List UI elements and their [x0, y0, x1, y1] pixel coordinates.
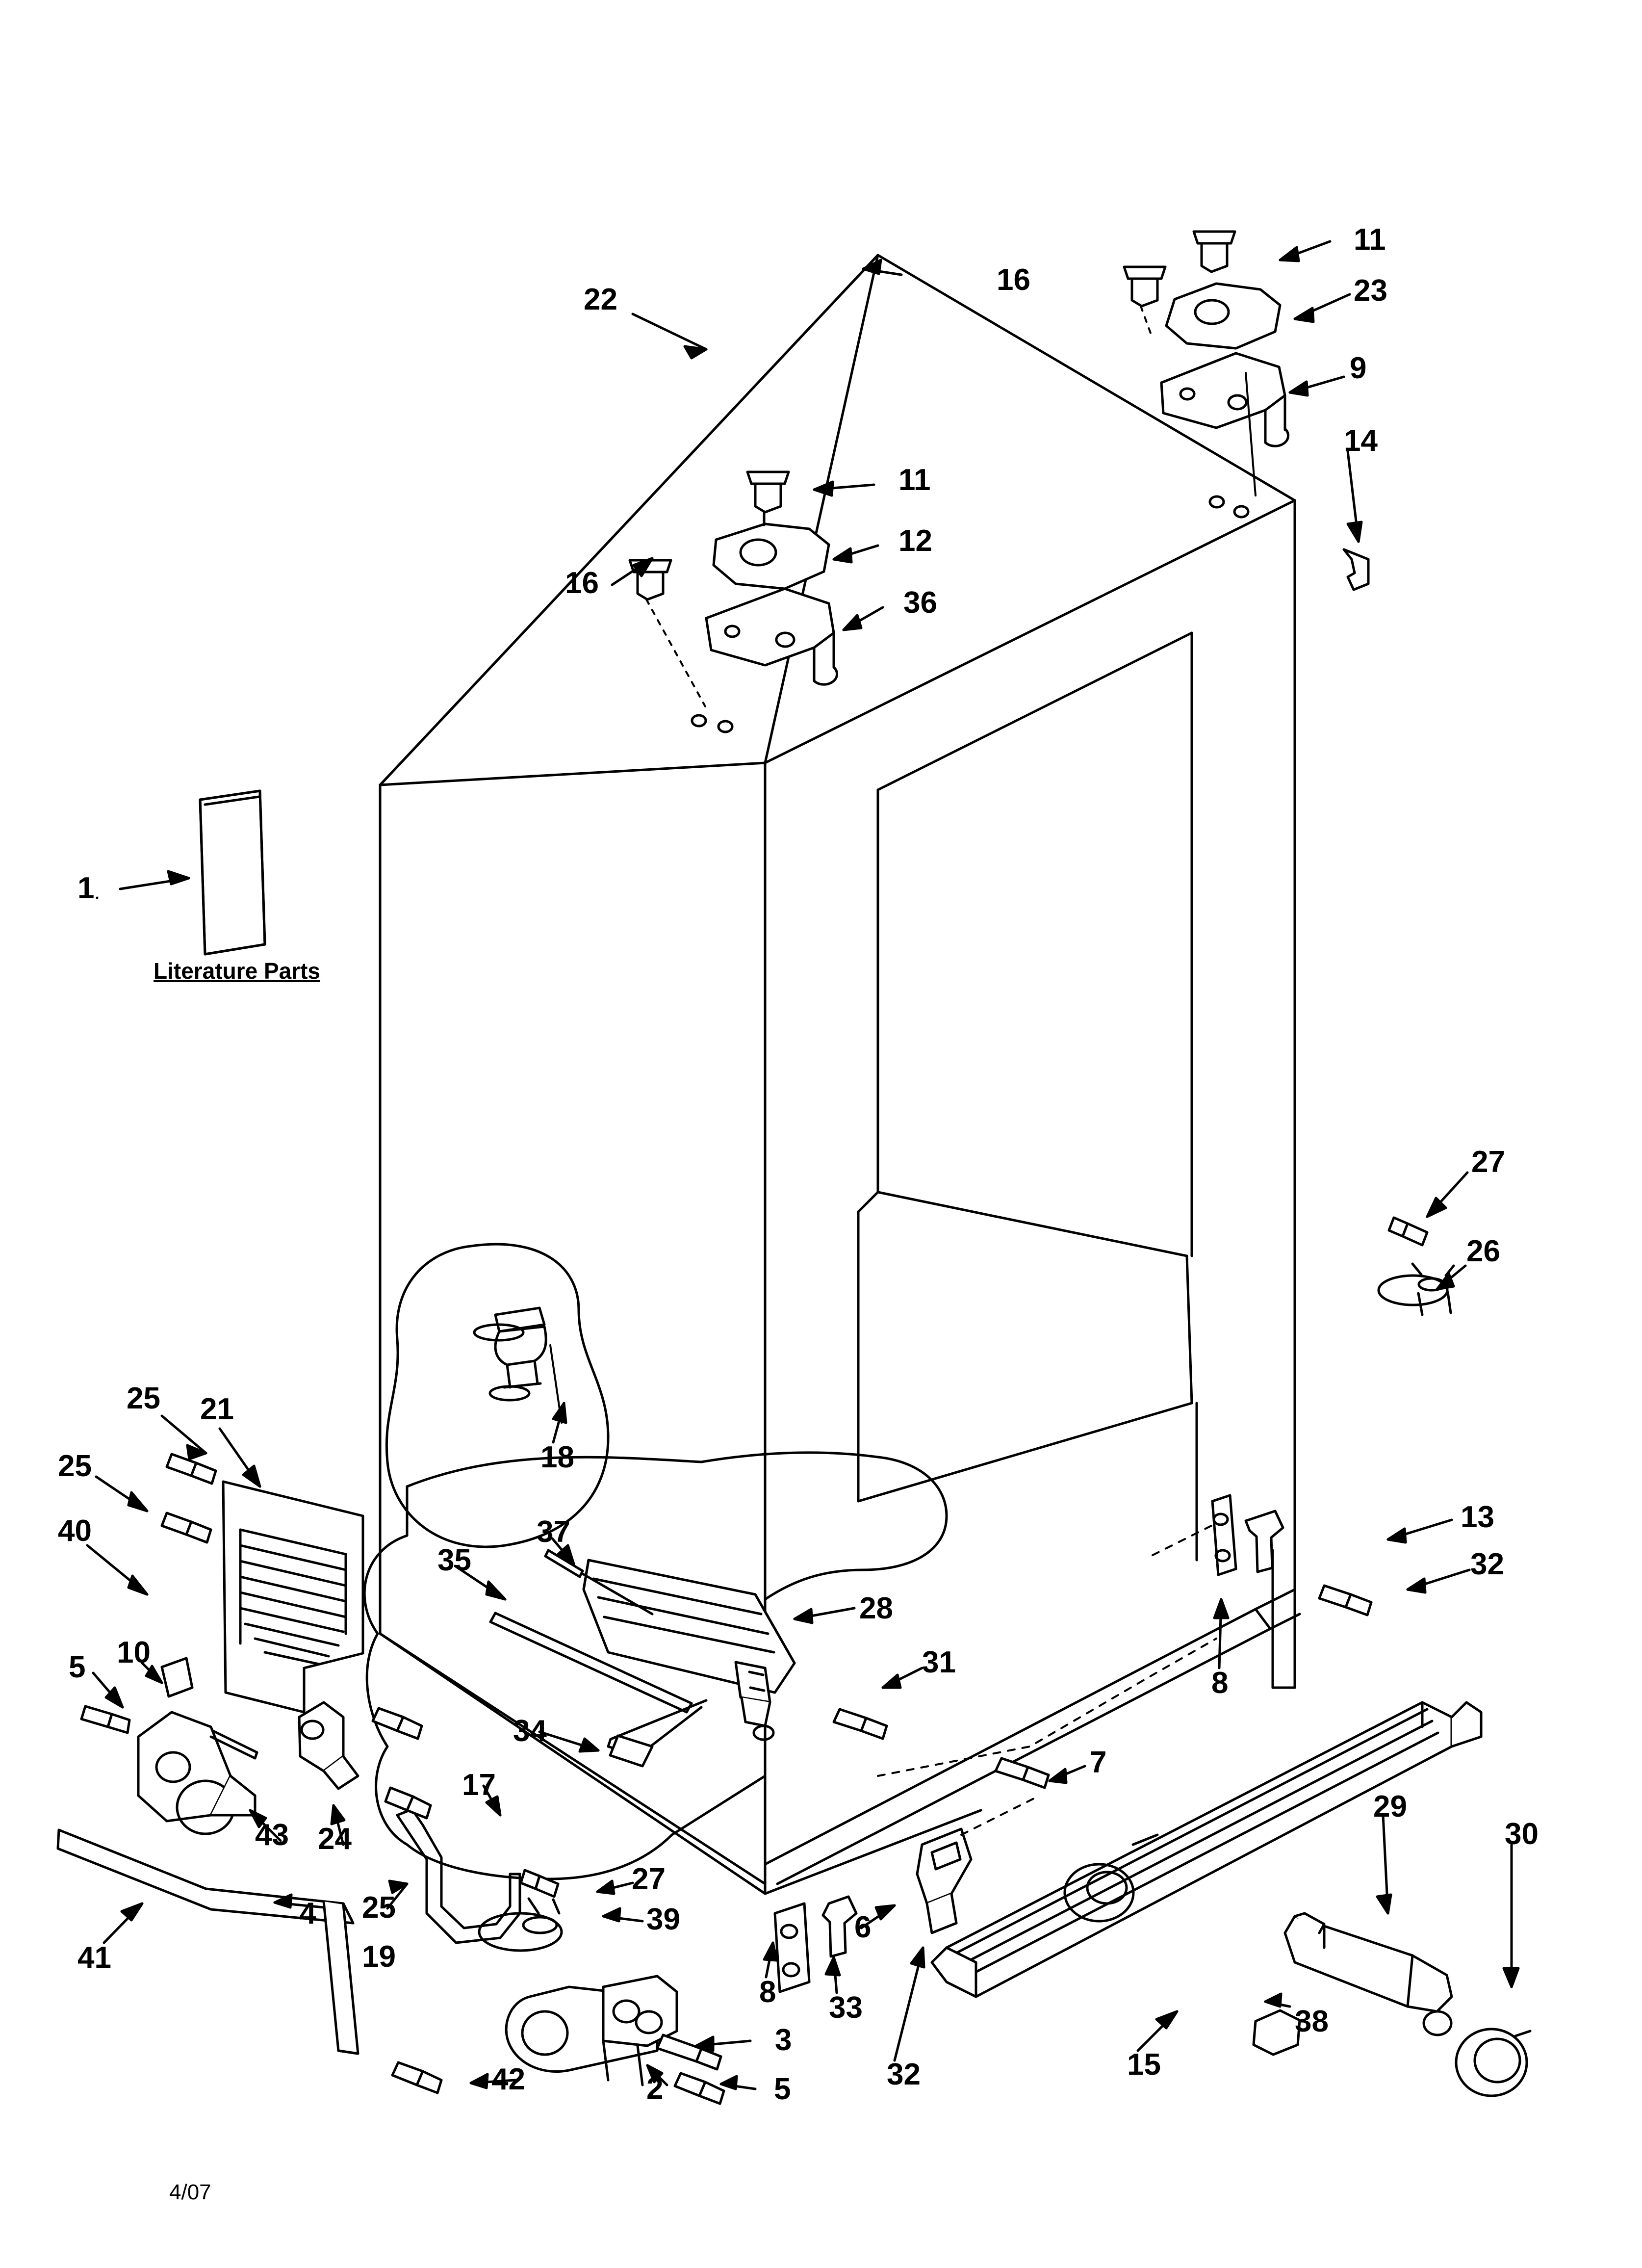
roller-18 [385, 1243, 610, 1548]
callout-2: 2 [646, 2072, 664, 2106]
callout-32b: 32 [887, 2058, 921, 2091]
callout-25b: 25 [58, 1449, 92, 1483]
literature-parts-label: Literature Parts [154, 958, 321, 984]
callout-5b: 5 [774, 2072, 791, 2106]
callout-22: 22 [584, 283, 617, 316]
clip-14 [1342, 548, 1370, 591]
callout-30: 30 [1505, 1817, 1539, 1851]
callout-23: 23 [1354, 274, 1387, 308]
callout-11a: 11 [1354, 223, 1386, 257]
kickplate-15 [930, 1701, 1483, 1998]
callout-8a: 8 [1211, 1666, 1229, 1700]
callout-41: 41 [77, 1941, 111, 1975]
callout-5a: 5 [69, 1650, 86, 1684]
callout-36: 36 [903, 586, 937, 620]
callout-33: 33 [829, 1991, 863, 2025]
callout-12: 12 [898, 524, 932, 558]
lower-middle-brackets [773, 1494, 1373, 1993]
callout-25a: 25 [127, 1382, 160, 1415]
callout-18: 18 [540, 1440, 574, 1474]
callout-26: 26 [1466, 1234, 1500, 1268]
probe-37 [544, 1549, 654, 1616]
roller-29-cap-30 [1252, 1912, 1532, 2097]
callout-42: 42 [491, 2062, 525, 2096]
callout-8b: 8 [759, 1975, 776, 2009]
callout-14: 14 [1344, 424, 1378, 458]
callout-28: 28 [859, 1591, 893, 1625]
lower-region-outline [363, 1451, 948, 1880]
callout-43: 43 [255, 1818, 289, 1852]
rod-34 [607, 1699, 708, 1768]
callout-1: 1 [77, 871, 95, 905]
leader-lines [86, 240, 1520, 2090]
callout-21: 21 [200, 1392, 234, 1426]
cabinet-body [379, 254, 1301, 1895]
callout-17: 17 [462, 1768, 496, 1802]
literature-parts-part [199, 789, 266, 956]
callout-39: 39 [646, 1903, 680, 1936]
callout-16b: 16 [565, 566, 599, 600]
callout-27a: 27 [1471, 1145, 1505, 1179]
washer-26-screw-27 [1377, 1216, 1455, 1316]
callout-15: 15 [1127, 2048, 1161, 2082]
callout-3: 3 [775, 2023, 792, 2057]
callout-13: 13 [1461, 1500, 1494, 1534]
revision-date-label: 4/07 [169, 2180, 211, 2204]
vent-panel-21 [222, 1480, 364, 1714]
callout-10: 10 [117, 1636, 151, 1669]
callout-16a: 16 [997, 263, 1030, 297]
callout-24: 24 [318, 1822, 352, 1856]
callout-40: 40 [58, 1514, 92, 1548]
callout-34: 34 [513, 1714, 547, 1748]
callout-27b: 27 [632, 1862, 666, 1896]
callout-11b: 11 [898, 463, 931, 497]
top-hinge-front [628, 470, 839, 733]
assembly-28 [582, 1559, 796, 1741]
callout-4: 4 [299, 1897, 316, 1930]
callout-9: 9 [1350, 351, 1367, 385]
callout-32a: 32 [1470, 1547, 1504, 1581]
callout-7: 7 [1090, 1746, 1107, 1779]
callout-25c: 25 [362, 1891, 396, 1925]
top-hinge-rear [1123, 230, 1290, 519]
callout-19: 19 [362, 1940, 396, 1974]
callout-29: 29 [1373, 1790, 1407, 1824]
callout-35: 35 [437, 1543, 471, 1577]
callout-37: 37 [537, 1515, 570, 1549]
callout-6: 6 [854, 1910, 872, 1944]
callout-38: 38 [1295, 2005, 1329, 2038]
callout-31: 31 [922, 1645, 956, 1679]
